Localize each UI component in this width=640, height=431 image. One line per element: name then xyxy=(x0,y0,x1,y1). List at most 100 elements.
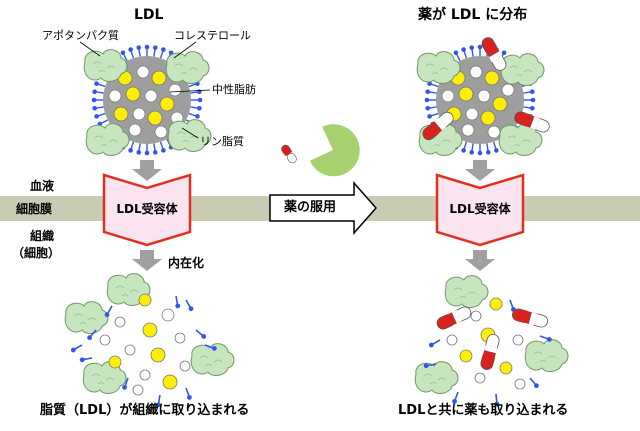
small-capsule xyxy=(281,144,297,164)
label-neutral-fat: 中性脂肪 xyxy=(212,83,256,96)
phospholipid-head xyxy=(453,50,459,56)
phospholipid-tail xyxy=(428,106,437,109)
phospholipid-tail xyxy=(100,119,109,125)
left-core-lipids xyxy=(108,65,184,139)
phospholipid-tail xyxy=(492,141,497,150)
phospholipid-head xyxy=(530,89,535,95)
phospholipid-tail xyxy=(138,143,141,152)
phospholipid-tail xyxy=(138,48,141,57)
ldl-receptor-left-label: LDL受容体 xyxy=(116,202,178,216)
label-apoprotein: アポタンパク質 xyxy=(42,29,119,42)
phospholipid-head xyxy=(197,105,202,111)
phospholipid-head xyxy=(477,150,483,156)
right-dispersed-particles xyxy=(414,275,569,408)
phospholipid-head xyxy=(494,148,499,153)
left-ldl-particle xyxy=(83,44,212,156)
pacman-drug-icon xyxy=(309,124,360,177)
phospholipid-tail xyxy=(471,143,474,152)
phospholipid-head xyxy=(469,150,475,155)
phospholipid-head xyxy=(427,114,432,119)
label-blood: 血液 xyxy=(30,179,55,193)
label-internalization: 内在化 xyxy=(168,256,205,270)
gray-arrow-left-top xyxy=(132,160,162,181)
phospholipid-tail xyxy=(430,112,439,117)
phospholipid-tail xyxy=(122,53,128,62)
gray-arrow-right-top xyxy=(465,160,495,181)
phospholipid-head xyxy=(469,45,475,50)
ldl-receptor-right-label: LDL受容体 xyxy=(449,202,511,216)
phospholipid-tail xyxy=(188,83,197,88)
phospholipid-tail xyxy=(455,53,461,62)
phospholipid-head xyxy=(144,44,150,50)
label-tissue-cell: （細胞） xyxy=(12,246,61,260)
phospholipid-tail xyxy=(95,106,104,109)
left-dispersed-particles xyxy=(64,273,235,409)
phospholipid-head xyxy=(424,97,430,103)
phospholipid-tail xyxy=(523,91,532,94)
phospholipid-head xyxy=(91,97,97,103)
phospholipid-head xyxy=(94,114,99,119)
phospholipid-tail xyxy=(130,50,135,59)
phospholipid-head xyxy=(501,50,507,56)
phospholipid-head xyxy=(161,47,166,52)
phospholipid-tail xyxy=(97,83,106,88)
label-phospholipid: リン脂質 xyxy=(200,135,244,148)
phospholipid-tail xyxy=(430,83,439,88)
right-ldl-particle xyxy=(416,34,552,156)
right-title: 薬が LDL に分布 xyxy=(418,7,528,23)
phospholipid-tail xyxy=(428,91,437,94)
label-cell-membrane: 細胞膜 xyxy=(16,202,53,216)
phospholipid-head xyxy=(92,89,97,95)
phospholipid-tail xyxy=(486,143,489,152)
phospholipid-head xyxy=(152,150,158,155)
phospholipid-tail xyxy=(159,50,164,59)
left-title: LDL xyxy=(134,7,164,23)
phospholipid-head xyxy=(530,105,535,111)
right-caption: LDLと共に薬も取り込まれる xyxy=(398,403,569,418)
phospholipid-tail xyxy=(471,48,474,57)
ldl-receptor-right-shape xyxy=(435,173,525,247)
gray-down-arrows xyxy=(132,160,495,271)
label-cholesterol: コレステロール xyxy=(174,29,251,42)
gray-arrow-left-bottom xyxy=(132,250,162,271)
phospholipid-head xyxy=(144,150,150,156)
drug-dosing-arrow xyxy=(269,181,377,235)
phospholipid-head xyxy=(136,45,142,50)
gray-arrow-right-bottom xyxy=(465,250,495,271)
label-tissue: 組織 xyxy=(30,229,55,243)
phospholipid-head xyxy=(425,89,430,95)
phospholipid-head xyxy=(425,105,430,111)
phospholipid-tail xyxy=(159,141,164,150)
left-leader-lines xyxy=(79,41,211,139)
phospholipid-head xyxy=(128,148,133,153)
phospholipid-tail xyxy=(153,143,156,152)
phospholipid-tail xyxy=(463,141,468,150)
phospholipid-tail xyxy=(95,91,104,94)
phospholipid-head xyxy=(461,148,466,153)
phospholipid-head xyxy=(136,150,142,155)
phospholipid-head xyxy=(197,97,203,103)
phospholipid-head xyxy=(128,47,133,52)
drug-dosing-label: 薬の服用 xyxy=(284,200,337,215)
phospholipid-head xyxy=(94,81,99,86)
phospholipid-tail xyxy=(463,50,468,59)
phospholipid-head xyxy=(461,47,466,52)
phospholipid-tail xyxy=(130,141,135,150)
phospholipid-head xyxy=(152,45,158,50)
phospholipid-head xyxy=(195,114,200,119)
ldl-receptor-left-shape xyxy=(102,173,192,247)
phospholipid-tail xyxy=(190,106,199,109)
phospholipid-tail xyxy=(153,48,156,57)
phospholipid-head xyxy=(161,148,166,153)
left-caption: 脂質（LDL）が組織に取り込まれる xyxy=(40,403,250,418)
phospholipid-tail xyxy=(97,112,106,117)
phospholipid-head xyxy=(530,97,536,103)
phospholipid-head xyxy=(92,105,97,111)
phospholipid-tail xyxy=(190,91,199,94)
phospholipid-head xyxy=(120,50,126,56)
phospholipid-tail xyxy=(523,106,532,109)
phospholipid-head xyxy=(477,44,483,50)
phospholipid-tail xyxy=(188,112,197,117)
phospholipid-head xyxy=(485,150,491,155)
